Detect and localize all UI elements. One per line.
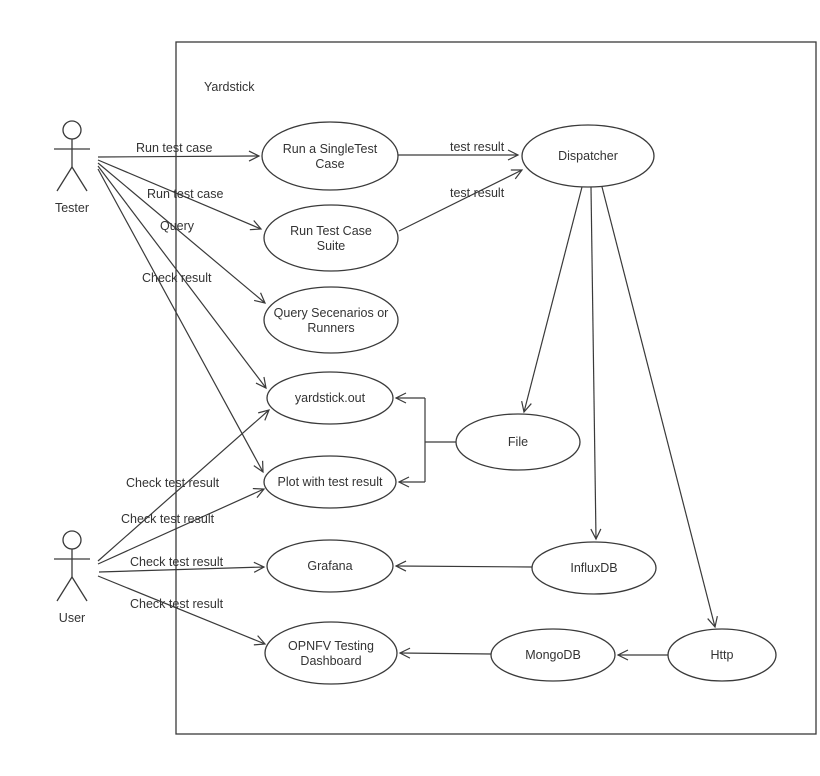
system-title: Yardstick [204,80,255,94]
edge-tester-run-suite [97,159,263,231]
http-ellipse [667,628,777,682]
http-label: Http [711,648,734,662]
node-yardstick-out: yardstick.out [266,371,394,425]
edges [97,149,718,661]
grafana-label: Grafana [307,559,352,573]
tester-label: Tester [55,201,89,215]
grafana-ellipse [266,539,394,593]
edge-tester-plot [97,168,264,474]
edge-dispatcher-http [600,182,718,629]
node-grafana: Grafana [266,539,394,593]
edge-label-check-test-result-2: Check test result [121,512,215,526]
plot-label: Plot with test result [278,475,383,489]
edge-suite-dispatcher [398,169,524,232]
yardstick-out-ellipse [266,371,394,425]
node-run-single-test-case: Run a SingleTest Case [261,121,399,191]
node-run-test-case-suite: Run Test Case Suite [263,204,399,272]
edge-label-test-result-2: test result [450,186,505,200]
node-opnfv-testing-dashboard: OPNFV Testing Dashboard [264,621,398,685]
edge-label-check-test-result-1: Check test result [126,476,220,490]
node-plot-with-test-result: Plot with test result [263,455,397,509]
tester-head [62,120,82,140]
plot-ellipse [263,455,397,509]
user-label: User [59,611,85,625]
edge-user-grafana [98,561,266,573]
edge-user-plot [97,487,266,565]
edge-labels: Run test case Run test case Query Check … [121,140,505,611]
edge-dispatcher-influxdb [590,186,602,541]
file-label: File [508,435,528,449]
node-file: File [455,413,581,471]
edge-influxdb-grafana [394,560,533,572]
tester-right-leg [71,166,88,192]
yardstick-out-label: yardstick.out [295,391,366,405]
edge-tester-query [97,162,267,304]
opnfv-ellipse [264,621,398,685]
edge-tester-run-single [97,150,261,162]
run-single-test-case-ellipse [261,121,399,191]
edge-dispatcher-file [521,186,583,414]
influxdb-label: InfluxDB [570,561,617,575]
influxdb-ellipse [531,541,657,595]
edge-mongodb-opnfv [398,647,492,659]
node-mongodb: MongoDB [490,628,616,682]
run-test-case-suite-label-line1: Run Test Case [290,224,372,238]
edge-user-opnfv [97,575,267,646]
run-test-case-suite-label-line2: Suite [317,239,346,253]
edge-label-run-test-case-1: Run test case [136,141,212,155]
user-left-leg [56,576,73,602]
file-ellipse [455,413,581,471]
edge-label-run-test-case-2: Run test case [147,187,223,201]
dispatcher-label: Dispatcher [558,149,618,163]
edge-label-test-result-1: test result [450,140,505,154]
edge-user-yardstick-out [97,409,271,562]
edge-label-check-test-result-4: Check test result [130,597,224,611]
edge-tester-yardstick-out [97,165,267,390]
node-dispatcher: Dispatcher [521,124,655,188]
system-boundary [175,41,817,735]
mongodb-ellipse [490,628,616,682]
user-right-leg [71,576,88,602]
opnfv-label-line2: Dashboard [300,654,361,668]
mongodb-label: MongoDB [525,648,581,662]
dispatcher-ellipse [521,124,655,188]
edge-label-check-test-result-3: Check test result [130,555,224,569]
node-query-scenarios-or-runners: Query Secenarios or Runners [263,286,399,354]
actor-user: User [54,530,90,625]
tester-left-leg [56,166,73,192]
user-head [62,530,82,550]
edge-label-query: Query [160,219,195,233]
node-influxdb: InfluxDB [531,541,657,595]
opnfv-label-line1: OPNFV Testing [288,639,374,653]
query-scenarios-label-line1: Query Secenarios or [274,306,389,320]
actor-tester: Tester [54,120,90,215]
run-single-test-case-label-line1: Run a SingleTest [283,142,378,156]
node-http: Http [667,628,777,682]
run-test-case-suite-ellipse [263,204,399,272]
query-scenarios-ellipse [263,286,399,354]
query-scenarios-label-line2: Runners [307,321,354,335]
run-single-test-case-label-line2: Case [315,157,344,171]
edge-label-check-result: Check result [142,271,212,285]
